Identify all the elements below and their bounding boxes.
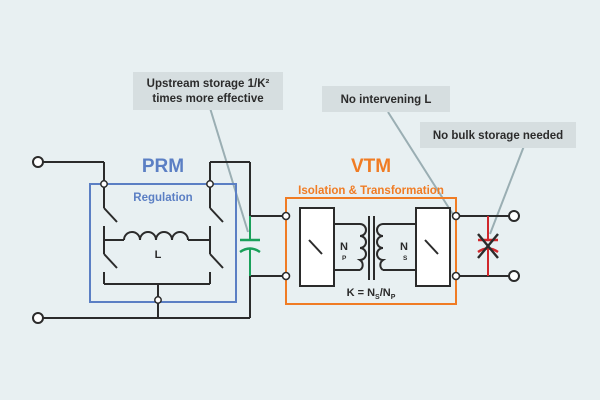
callout-no-bulk-text: No bulk storage needed [433, 130, 563, 142]
vtm-primary-n-sub: P [342, 255, 347, 262]
callout-no-l-text: No intervening L [341, 94, 432, 106]
callout-no-intervening-l: No intervening L [322, 86, 450, 112]
callout-no-bulk-leader [489, 145, 525, 235]
vtm-block: VTM Isolation & Transformation N P N S K… [281, 156, 461, 305]
callout-upstream-line1: Upstream storage 1/K² [147, 78, 270, 90]
prm-inductor-label: L [155, 249, 162, 261]
vtm-secondary-n-sub: S [403, 255, 408, 262]
upstream-capacitor [239, 216, 261, 276]
prm-block: PRM Regulation L [89, 156, 237, 304]
output-terminal-top [508, 210, 520, 222]
callout-no-bulk-storage: No bulk storage needed [420, 122, 576, 148]
callout-upstream-storage: Upstream storage 1/K² times more effecti… [133, 72, 283, 110]
prm-title: PRM [142, 156, 184, 177]
callout-upstream-leader [209, 107, 249, 233]
vtm-secondary-n: N [400, 241, 408, 253]
vtm-title: VTM [351, 156, 391, 177]
vtm-primary-n: N [340, 241, 348, 253]
input-terminal-top [32, 156, 44, 168]
removed-bulk-capacitor [477, 216, 499, 276]
prm-subtitle: Regulation [133, 192, 192, 204]
input-terminal-bottom [32, 312, 44, 324]
vtm-ratio: K = NS/NP [347, 287, 396, 301]
callout-upstream-line2: times more effective [152, 93, 263, 105]
output-terminal-bottom [508, 270, 520, 282]
vtm-subtitle: Isolation & Transformation [298, 185, 444, 197]
